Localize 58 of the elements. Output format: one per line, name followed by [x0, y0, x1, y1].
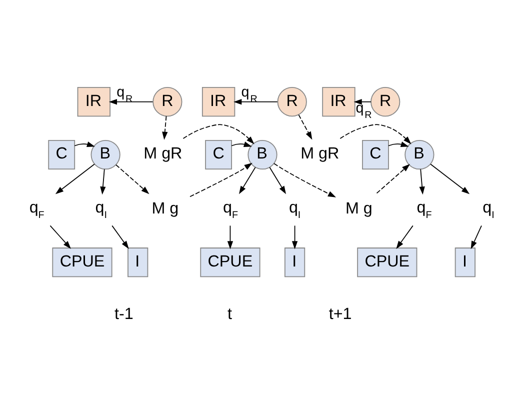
node-text: M g [345, 199, 372, 218]
arrow [376, 164, 410, 194]
node-text: M gR [300, 144, 340, 163]
node-box: IR [322, 87, 356, 117]
node-box: I [454, 248, 476, 278]
label: t [228, 305, 232, 324]
arrow [419, 168, 425, 195]
arrow [388, 142, 409, 147]
node-text: M gR [144, 144, 182, 163]
arrow [396, 225, 414, 249]
arrow [162, 116, 168, 140]
arrow [50, 225, 71, 249]
arrow [100, 168, 106, 195]
arrow [182, 124, 254, 144]
arrow [231, 142, 252, 147]
node-text: M g [152, 199, 179, 218]
node-circle: R [277, 87, 307, 117]
node-text: q$_{F}$ [29, 198, 44, 221]
node-box: CPUE [357, 248, 418, 278]
arrow [238, 166, 256, 194]
arrow [470, 225, 482, 250]
node-box: I [128, 248, 148, 278]
node-box: C [205, 140, 232, 170]
node-box: IR [202, 87, 236, 117]
edge-label: q$_{R}$ [356, 100, 372, 121]
node-text: q$_{I}$ [95, 198, 107, 221]
label: t+1 [328, 305, 352, 324]
arrow [354, 99, 372, 105]
arrow [234, 99, 278, 105]
arrow [430, 164, 470, 194]
node-box: CPUE [200, 248, 260, 278]
arrow [108, 99, 154, 105]
node-circle: B [248, 140, 278, 170]
arrow [292, 225, 298, 250]
node-text: q$_{F}$ [416, 198, 432, 221]
arrow [269, 166, 286, 194]
node-box: CPUE [52, 248, 112, 278]
node-circle: B [404, 140, 434, 170]
arrow [116, 164, 150, 194]
arrow [74, 142, 96, 147]
node-text: q$_{I}$ [288, 198, 301, 221]
arrow [340, 124, 412, 144]
node-text: q$_{F}$ [223, 198, 238, 221]
arrow [274, 163, 336, 198]
node-box: C [48, 140, 76, 170]
arrow [112, 225, 129, 249]
arrow [190, 162, 252, 198]
arrow [298, 114, 312, 140]
arrow [227, 225, 234, 250]
node-circle: B [90, 140, 120, 170]
node-circle: R [370, 87, 400, 117]
node-box: IR [77, 87, 110, 117]
arrow [55, 164, 95, 194]
node-text: q$_{I}$ [482, 198, 494, 221]
node-box: I [284, 248, 306, 278]
label: t-1 [114, 305, 134, 324]
node-circle: R [152, 87, 182, 117]
node-box: C [362, 140, 389, 170]
